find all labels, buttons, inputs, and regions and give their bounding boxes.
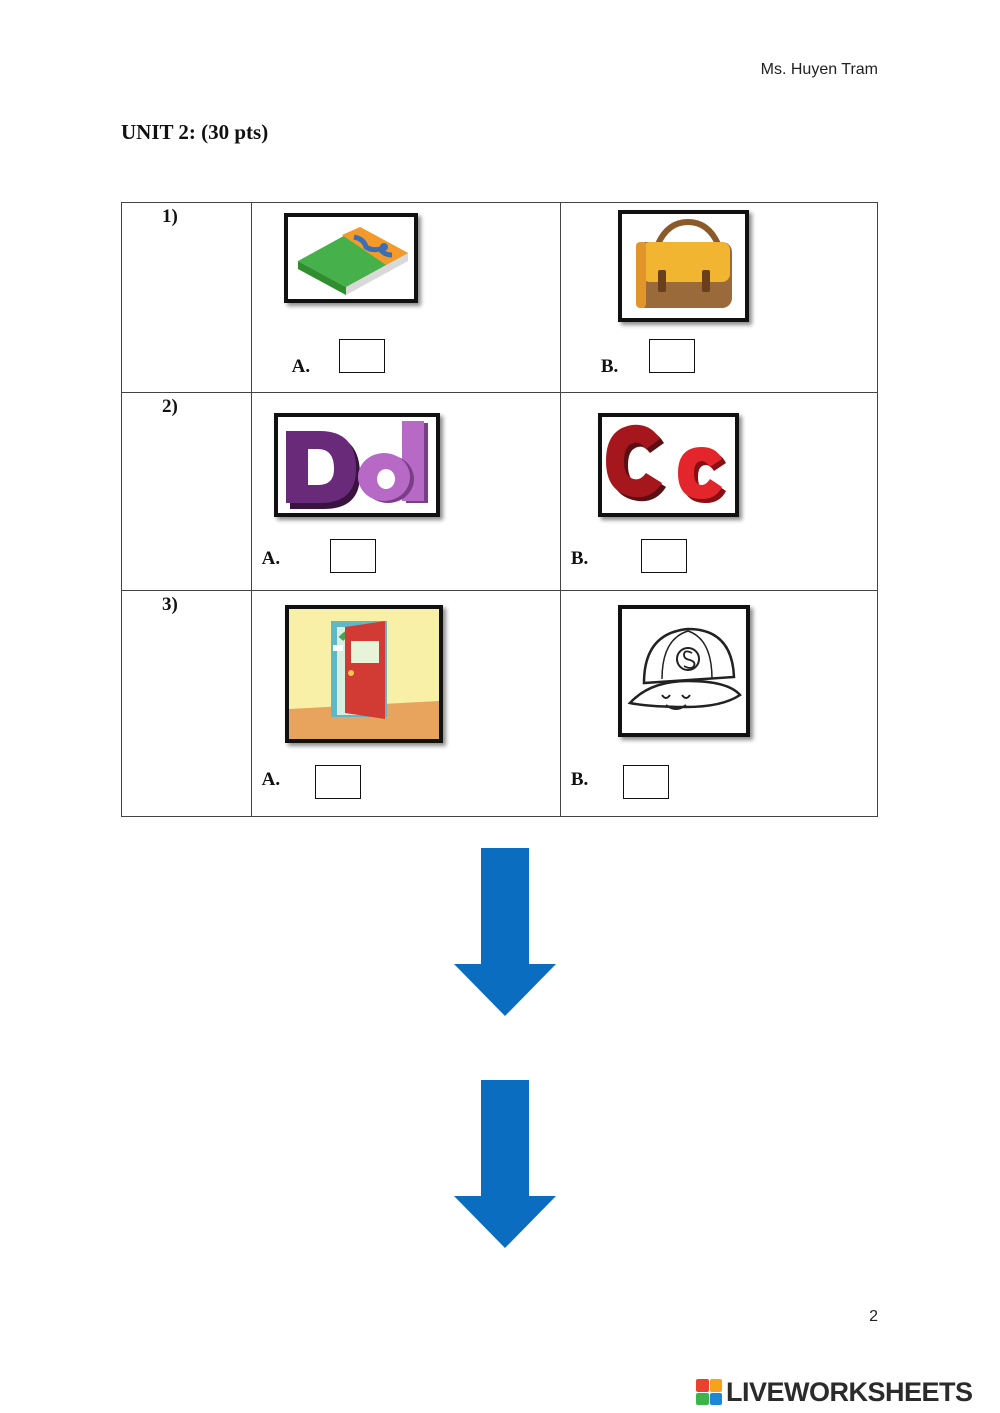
answer-box-a[interactable] — [329, 539, 376, 573]
question-row-1: 1) A. — [121, 202, 879, 393]
option-a-label: A. — [261, 769, 281, 790]
question-table: 1) A. — [121, 202, 879, 817]
down-arrow-icon — [454, 1080, 556, 1248]
question-number: 2) — [162, 396, 178, 417]
answer-box-a[interactable] — [338, 339, 385, 373]
option-b-label: B. — [570, 769, 589, 790]
answer-box-a[interactable] — [314, 765, 361, 799]
door-picture — [284, 605, 443, 743]
liveworksheets-logo-icon — [696, 1379, 722, 1405]
schoolbag-picture — [617, 210, 749, 322]
question-number: 1) — [162, 206, 178, 227]
author-name: Ms. Huyen Tram — [760, 61, 878, 78]
cap-picture — [617, 605, 750, 737]
page-number: 2 — [869, 1308, 878, 1325]
letter-cc-picture — [597, 413, 739, 517]
option-a-label: A. — [291, 356, 311, 377]
answer-box-b[interactable] — [640, 539, 687, 573]
question-row-2: 2) A. — [121, 392, 879, 591]
question-row-3: 3) A. — [121, 590, 879, 817]
option-b-label: B. — [600, 356, 619, 377]
answer-box-b[interactable] — [648, 339, 695, 373]
down-arrow-icon — [454, 848, 556, 1016]
question-number: 3) — [162, 594, 178, 615]
brand-name: LIVEWORKSHEETS — [726, 1376, 973, 1407]
brand-logo: LIVEWORKSHEETS — [696, 1375, 973, 1409]
unit-title: UNIT 2: (30 pts) — [121, 120, 269, 144]
option-b-label: B. — [570, 548, 589, 569]
answer-box-b[interactable] — [622, 765, 669, 799]
book-picture — [283, 213, 418, 303]
letter-dd-picture — [273, 413, 440, 517]
option-a-label: A. — [261, 548, 281, 569]
